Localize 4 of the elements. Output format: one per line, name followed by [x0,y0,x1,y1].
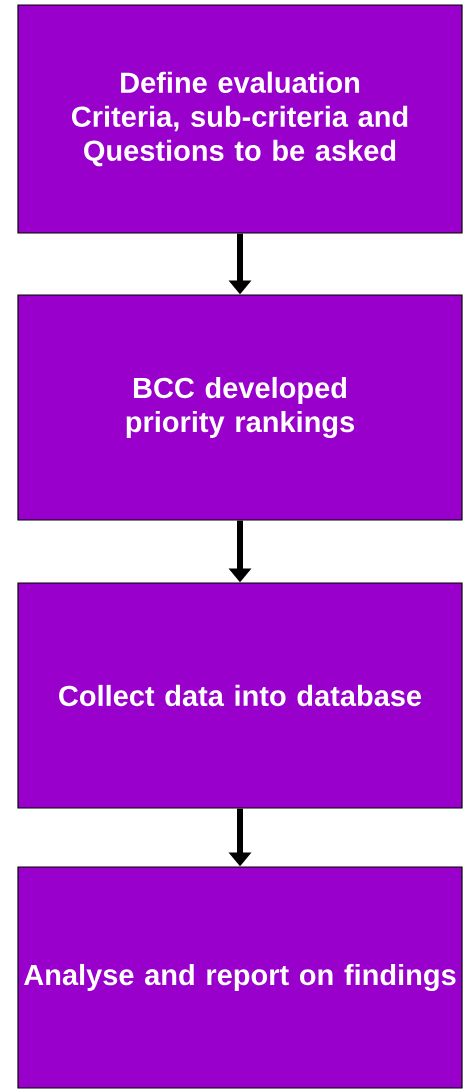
process-box: Collect data into database [17,582,463,809]
process-box: Analyse and report on findings [17,866,463,1089]
process-box: Define evaluation Criteria, sub-criteria and Questions to be asked [17,4,463,234]
process-box: BCC developed priority rankings [17,294,463,521]
